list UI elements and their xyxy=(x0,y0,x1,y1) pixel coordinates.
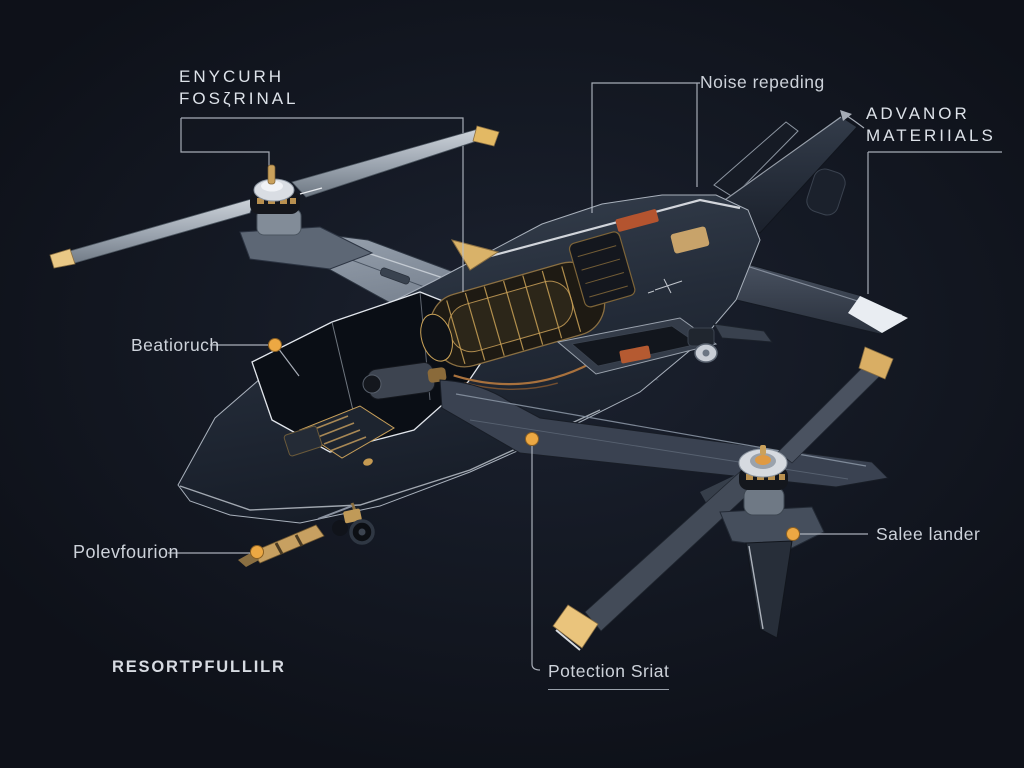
front-blade-right-gold-tip xyxy=(472,125,500,147)
callout-label-materials-line2: MATERIIALS xyxy=(866,126,996,145)
callout-label-sale: Salee lander xyxy=(876,524,981,544)
callout-label-engine-line1: ENYCURH xyxy=(179,67,285,86)
rear-rotor-pin xyxy=(760,445,766,455)
rotor-antenna xyxy=(267,164,276,185)
callout-label-engine: ENYCURH FOSζRINAL xyxy=(179,66,299,110)
callout-label-resort: RESORTPFULLILR xyxy=(112,658,286,676)
callout-dot-protection xyxy=(525,432,539,446)
rear-blade-upper-gold-tip xyxy=(858,346,894,380)
rear-rotor-center xyxy=(755,455,771,465)
callout-dot-pole xyxy=(250,545,264,559)
engine-cutaway xyxy=(420,231,636,391)
orange-module xyxy=(619,345,651,364)
callout-label-noise: Noise repeding xyxy=(700,72,825,92)
callout-label-engine-line2: FOSζRINAL xyxy=(179,89,299,108)
leader-lines-bottom xyxy=(168,344,868,671)
rear-blade-lower-gold-tip xyxy=(552,604,599,649)
decal-marks xyxy=(647,278,683,294)
cockpit-internals xyxy=(283,362,447,459)
rear-gear-pod xyxy=(687,323,774,363)
leader-line-protection xyxy=(531,446,541,671)
tail-fin-wireframe xyxy=(713,121,799,198)
cargo-bay-tray xyxy=(556,209,718,375)
tail-skid-cone xyxy=(745,540,793,639)
callout-label-protection: Potection Sriat xyxy=(548,661,670,690)
front-blade-left xyxy=(63,197,256,267)
callout-label-protection-text: Potection Sriat xyxy=(548,661,670,690)
tail-wingtip-white-band xyxy=(848,296,908,333)
callout-label-materials: ADVANOR MATERIIALS xyxy=(866,103,996,147)
arrowhead xyxy=(840,110,852,121)
leader-line-engine-long xyxy=(181,117,464,292)
rear-blade-lower xyxy=(584,469,757,632)
leader-line-noise xyxy=(591,82,700,213)
callout-label-pole: Polevfourion xyxy=(73,542,180,562)
front-rotor xyxy=(49,125,500,270)
skid-highlight xyxy=(748,545,764,630)
spine-gloss-highlight xyxy=(471,198,741,263)
rotor-mount xyxy=(239,226,374,270)
front-blade-right xyxy=(291,128,494,198)
callout-dot-bearing xyxy=(268,338,282,352)
gold-marker-light xyxy=(363,458,373,466)
callout-dots xyxy=(250,338,800,559)
leader-line-bearing-diag xyxy=(277,347,300,377)
landing-gear xyxy=(332,502,375,545)
callout-label-materials-line1: ADVANOR xyxy=(866,104,970,123)
front-blade-left-gold-tip xyxy=(49,248,76,269)
blade-tip-white-edge xyxy=(555,629,581,651)
gear-gold-block xyxy=(343,508,362,524)
spine-orange-panel xyxy=(615,209,659,232)
belly-chine-highlight xyxy=(179,409,601,511)
probe-body xyxy=(251,524,325,564)
callout-dot-sale xyxy=(786,527,800,541)
tan-module xyxy=(670,226,710,254)
pitch-link xyxy=(299,187,323,195)
tail-pod xyxy=(806,168,846,216)
leader-lines-top xyxy=(180,82,1002,294)
leader-line-engine-rotor xyxy=(180,118,270,171)
rear-rotor xyxy=(552,346,894,651)
rear-rotor-cylinder xyxy=(743,486,785,516)
rear-blade-upper xyxy=(777,361,885,464)
callout-label-bearing: Beatioruch xyxy=(131,335,220,355)
